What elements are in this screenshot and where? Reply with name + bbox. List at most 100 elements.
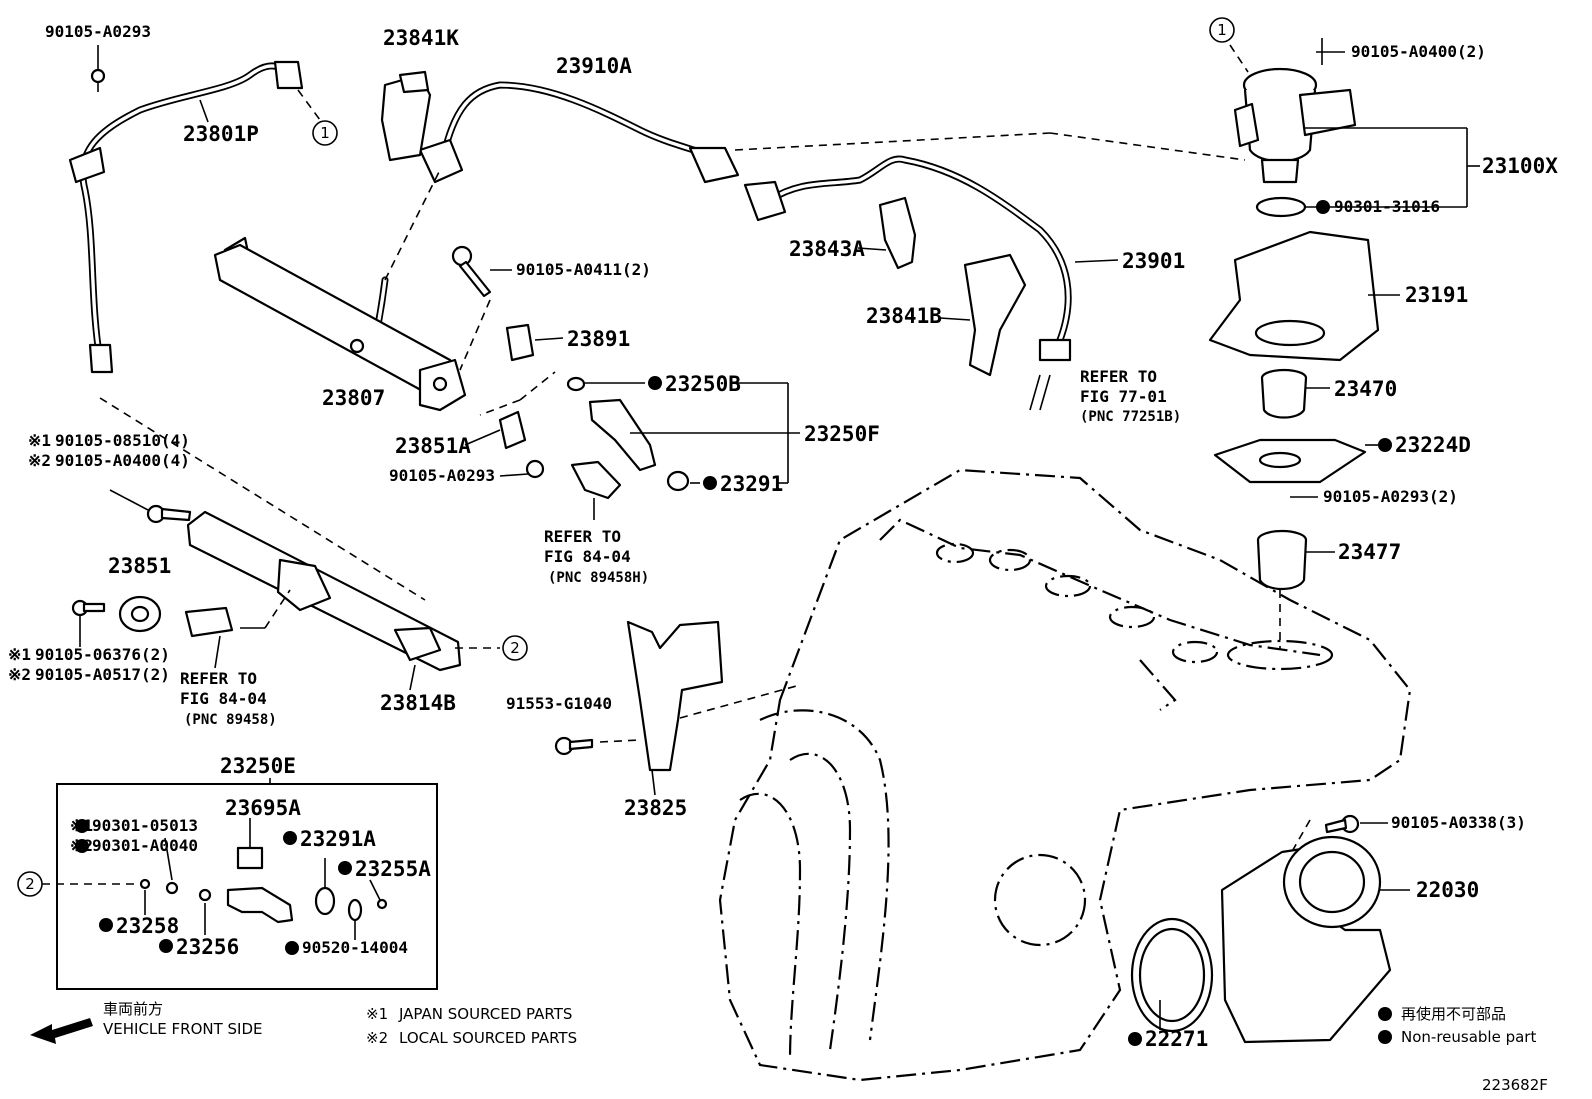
label-90105-a0338-3: 90105-A0338(3): [1391, 813, 1526, 832]
gasket-22271: [1130, 917, 1214, 1033]
label-90105-a0400-4: 90105-A0400(4): [55, 451, 190, 470]
fuel-rail-23814b: [186, 510, 462, 672]
label-23901: 23901: [1122, 249, 1185, 273]
throttle-body-22030: [1220, 835, 1392, 1044]
label-23851a: 23851A: [395, 434, 471, 458]
mark-local-a0040: ※2: [70, 836, 93, 855]
svg-text:(PNC 89458H): (PNC 89458H): [548, 570, 649, 586]
refer-fig-84-04-h: REFER TO FIG 84-04 (PNC 89458H): [544, 527, 649, 586]
label-23695a: 23695A: [225, 796, 301, 820]
label-90105-a0293-top: 90105-A0293: [45, 22, 151, 41]
label-22030: 22030: [1416, 878, 1479, 902]
label-23910a: 23910A: [556, 54, 632, 78]
svg-text:1: 1: [320, 124, 330, 142]
label-23291a: 23291A: [300, 827, 376, 851]
mark-japan-06376: ※1: [8, 645, 31, 664]
svg-text:Non-reusable part: Non-reusable part: [1401, 1028, 1536, 1046]
sensor-23843a: [878, 196, 917, 270]
bolt-90105-a0293-mid: [525, 459, 545, 479]
label-23224d: 23224D: [1395, 433, 1471, 457]
label-23841b: 23841B: [866, 304, 942, 328]
bolt-90105-a0411: [451, 245, 492, 298]
label-90105-a0293-2: 90105-A0293(2): [1323, 487, 1458, 506]
cushion-23851: [118, 595, 162, 633]
ref-circle-1-top-right: 1: [1209, 17, 1235, 43]
bracket-23191: [1208, 230, 1380, 362]
svg-text:JAPAN SOURCED PARTS: JAPAN SOURCED PARTS: [398, 1005, 572, 1023]
connector-23841b: [963, 253, 1027, 377]
label-23250f: 23250F: [804, 422, 880, 446]
ref-circles: 1 1 2 2: [17, 17, 1235, 897]
label-23477: 23477: [1338, 540, 1401, 564]
svg-text:REFER TO: REFER TO: [180, 669, 257, 688]
mark-japan-05013: ※1: [70, 816, 93, 835]
label-23255a: 23255A: [355, 857, 431, 881]
label-90301-31016: 90301-31016: [1334, 197, 1440, 216]
non-reusable-bullets: [75, 200, 1392, 1046]
label-90105-a0411-2: 90105-A0411(2): [516, 260, 651, 279]
label-23843a: 23843A: [789, 237, 865, 261]
svg-text:再使用不可部品: 再使用不可部品: [1401, 1005, 1506, 1023]
svg-text:FIG 84-04: FIG 84-04: [180, 689, 267, 708]
svg-text:※1: ※1: [366, 1005, 388, 1023]
o-ring-90301-31016: [1255, 196, 1307, 218]
svg-text:FIG 84-04: FIG 84-04: [544, 547, 631, 566]
label-22271: 22271: [1145, 1027, 1208, 1051]
mark-local-a0400: ※2: [28, 451, 51, 470]
label-23851: 23851: [108, 554, 171, 578]
label-23256: 23256: [176, 935, 239, 959]
sensor-89458h: [570, 460, 622, 500]
fuel-pump-23100x: [1233, 67, 1357, 184]
kit-box-23250e: [42, 783, 438, 990]
bolt-91553-g1040: [554, 736, 594, 756]
label-23470: 23470: [1334, 377, 1397, 401]
label-23825: 23825: [624, 796, 687, 820]
svg-text:LOCAL SOURCED PARTS: LOCAL SOURCED PARTS: [399, 1029, 577, 1047]
label-90105-a0400-2: 90105-A0400(2): [1351, 42, 1486, 61]
label-90105-08510-4: 90105-08510(4): [55, 431, 190, 450]
svg-text:REFER TO: REFER TO: [1080, 367, 1157, 386]
leader-lines: [79, 38, 1480, 1030]
legend-sourcing: ※1 JAPAN SOURCED PARTS ※2 LOCAL SOURCED …: [366, 1005, 577, 1047]
label-23807: 23807: [322, 386, 385, 410]
collar-23891: [505, 323, 535, 362]
harness-23910a: [368, 81, 740, 359]
svg-text:(PNC 89458): (PNC 89458): [184, 712, 277, 728]
svg-text:1: 1: [1217, 21, 1227, 39]
svg-text:※2: ※2: [366, 1029, 388, 1047]
mark-japan-08510: ※1: [28, 431, 51, 450]
refer-fig-77-01: REFER TO FIG 77-01 (PNC 77251B): [1029, 367, 1181, 425]
label-23100x: 23100X: [1482, 154, 1558, 178]
bracket-23825: [626, 620, 724, 772]
label-23291: 23291: [720, 472, 783, 496]
refer-fig-84-04: REFER TO FIG 84-04 (PNC 89458): [180, 669, 277, 728]
label-90105-06376-2: 90105-06376(2): [35, 645, 170, 664]
svg-text:(PNC 77251B): (PNC 77251B): [1080, 409, 1181, 425]
ref-circle-2-rail: 2: [502, 635, 528, 661]
label-90105-a0517-2: 90105-A0517(2): [35, 665, 170, 684]
label-23814b: 23814B: [380, 691, 456, 715]
legend-non-reusable: 再使用不可部品 Non-reusable part: [1378, 1005, 1536, 1046]
svg-text:VEHICLE FRONT SIDE: VEHICLE FRONT SIDE: [103, 1020, 263, 1038]
gasket-23224d: [1213, 438, 1367, 484]
arrow-left-icon: [30, 1018, 93, 1044]
engine-block-outline: [718, 468, 1412, 1082]
label-23250e: 23250E: [220, 754, 296, 778]
label-90301-a0040: 90301-A0040: [92, 836, 198, 855]
delivery-pipe-23807: [213, 236, 467, 412]
refer-notes: REFER TO FIG 77-01 (PNC 77251B) REFER TO…: [180, 367, 1181, 728]
lifter-23477: [1256, 529, 1308, 591]
bolt-90105-a0338: [1324, 814, 1360, 834]
mark-local-a0517: ※2: [8, 665, 31, 684]
label-23258: 23258: [116, 914, 179, 938]
part-labels: 90105-A0293 23841K 23910A 90105-A0400(2)…: [8, 22, 1558, 1051]
svg-text:車両前方: 車両前方: [103, 1000, 163, 1018]
label-23891: 23891: [567, 327, 630, 351]
connector-23841k: [380, 70, 432, 162]
label-90105-a0293-mid: 90105-A0293: [389, 466, 495, 485]
ref-circle-1-top-left: 1: [312, 120, 338, 146]
label-23250b: 23250B: [665, 372, 741, 396]
svg-text:2: 2: [510, 639, 520, 657]
label-90520-14004: 90520-14004: [302, 938, 408, 957]
